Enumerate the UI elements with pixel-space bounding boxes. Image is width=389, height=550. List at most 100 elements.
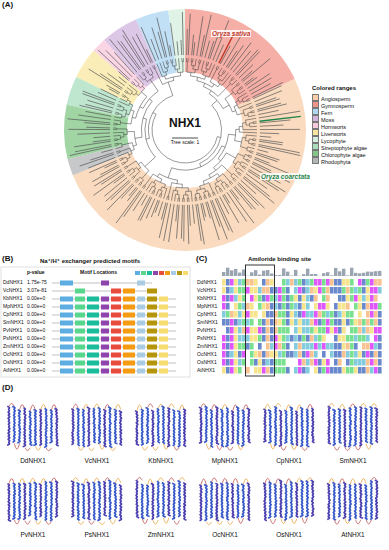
loop	[36, 446, 41, 450]
residue-cell	[294, 295, 298, 302]
legend-swatch	[312, 136, 319, 143]
residue-cell	[286, 367, 290, 374]
leaf-label-mark	[151, 200, 158, 217]
residue-cell	[322, 351, 326, 358]
tree-branch	[235, 129, 239, 135]
tree-branch	[218, 80, 220, 84]
tree-branch	[252, 144, 255, 146]
loop	[302, 447, 307, 450]
motif-block	[75, 353, 85, 358]
residue-cell	[278, 343, 282, 350]
residue-cell	[362, 319, 366, 326]
residue-cell	[258, 343, 262, 350]
leaf-label-mark	[259, 141, 282, 145]
legend-swatch	[312, 122, 319, 129]
residue-cell	[310, 343, 314, 350]
residue-cell	[230, 303, 234, 310]
tree-branch	[125, 90, 128, 93]
residue-cell	[290, 311, 294, 318]
tree-branch	[138, 182, 141, 185]
tree-branch	[124, 132, 128, 135]
residue-cell	[306, 287, 310, 294]
conservation-bar	[314, 274, 317, 276]
motif-block	[111, 353, 121, 358]
helix	[146, 408, 149, 444]
residue-cell	[250, 311, 254, 318]
tree-branch	[161, 190, 163, 194]
motif-block	[111, 289, 121, 294]
tree-branch	[141, 179, 143, 183]
helix	[311, 480, 314, 516]
tree-branch	[195, 63, 199, 70]
tree-branch	[116, 151, 120, 152]
loop	[73, 478, 78, 481]
tree-branch	[117, 129, 128, 132]
residue-cell	[226, 287, 230, 294]
residue-cell	[310, 279, 314, 286]
tree-branch	[207, 62, 209, 65]
motif-block	[137, 369, 145, 374]
protein-name: OsNHX1	[276, 531, 302, 538]
residue-cell	[226, 351, 230, 358]
helix	[98, 407, 101, 443]
residue-cell	[358, 287, 362, 294]
tree-branch	[253, 138, 257, 140]
residue-cell	[378, 295, 382, 302]
p-value: 0.00e+0	[27, 328, 45, 334]
helix	[81, 484, 85, 519]
tree-branch	[187, 62, 191, 73]
residue-cell	[302, 311, 306, 318]
helix	[236, 407, 239, 445]
residue-cell	[322, 327, 326, 334]
legend-item: Chlorophyte algae	[312, 150, 366, 158]
residue-cell	[306, 367, 310, 374]
residue-cell	[234, 351, 238, 358]
helix	[210, 410, 213, 448]
motif-block	[75, 313, 85, 318]
helix	[364, 485, 367, 520]
residue-cell	[250, 303, 254, 310]
loop	[142, 447, 147, 451]
helix	[348, 408, 351, 447]
motif-block	[159, 345, 168, 350]
loop	[366, 444, 371, 450]
tree-branch	[219, 189, 221, 192]
leaf-label-mark	[82, 94, 114, 105]
tree-branch	[147, 69, 149, 72]
helix	[33, 410, 36, 446]
tree-branch	[196, 197, 197, 200]
residue-cell	[314, 335, 318, 342]
protein-structure	[199, 478, 250, 525]
tree-branch	[177, 194, 179, 198]
loop	[115, 478, 120, 483]
residue-cell	[370, 367, 374, 374]
residue-cell	[290, 287, 294, 294]
loop	[228, 521, 233, 524]
panel-title: Amiloride binding site	[248, 256, 311, 263]
leaf-label-mark	[86, 127, 110, 129]
residue-cell	[230, 359, 234, 366]
protein-name: SmNHX1	[197, 320, 218, 326]
residue-cell	[290, 279, 294, 286]
tree-branch	[114, 143, 118, 145]
residue-cell	[290, 367, 294, 374]
residue-cell	[270, 343, 274, 350]
residue-cell	[266, 327, 270, 334]
residue-cell	[254, 343, 258, 350]
conservation-bar	[230, 270, 233, 276]
motif-block	[137, 321, 145, 326]
p-value: 3.07e-81	[27, 288, 47, 294]
tree-branch	[187, 58, 189, 62]
leaf-label-mark	[89, 69, 122, 90]
tree-branch	[234, 105, 237, 111]
residue-cell	[314, 367, 318, 374]
residue-cell	[374, 367, 378, 374]
residue-cell	[306, 343, 310, 350]
leaf-label-mark	[207, 202, 219, 240]
motif-block	[75, 321, 85, 326]
helix	[49, 410, 52, 443]
helix	[114, 409, 118, 444]
motif-block	[101, 313, 109, 318]
tree-branch	[148, 72, 151, 75]
residue-cell	[342, 279, 346, 286]
